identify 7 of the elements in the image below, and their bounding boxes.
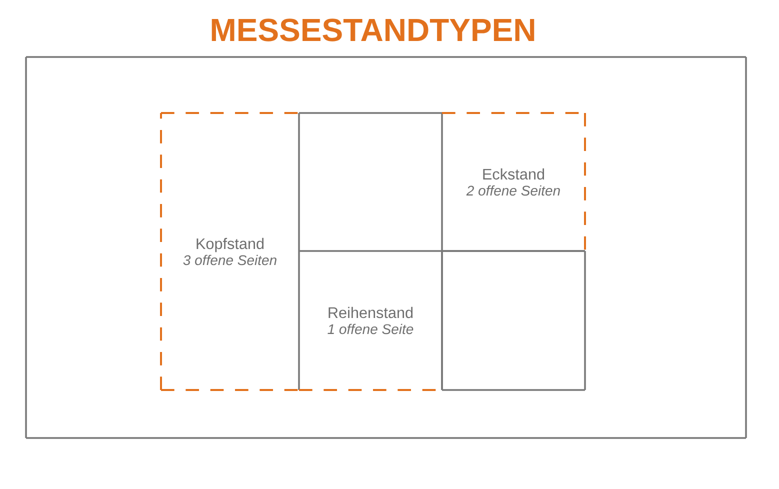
title: MESSESTANDTYPEN	[212, 18, 534, 42]
hall-outline	[25, 56, 747, 439]
booth-area	[441, 250, 586, 391]
booth-area: Reihenstand 1 offene Seite	[298, 250, 443, 391]
booth-area	[298, 112, 443, 252]
booth-area: Kopfstand 3 offene Seiten	[160, 112, 299, 391]
booth-area: Eckstand 2 offene Seiten	[442, 112, 586, 252]
